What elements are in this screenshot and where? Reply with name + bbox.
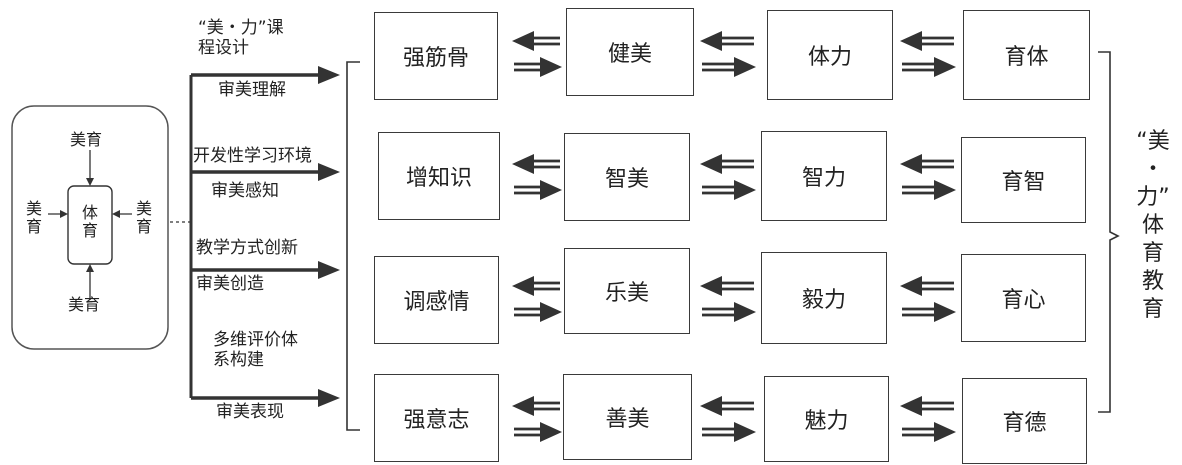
left-panel-right-label: 美 育	[136, 199, 153, 236]
double-arrow-left-r3-g3	[900, 276, 954, 296]
double-arrow-right-r2-g3	[902, 180, 956, 200]
left-panel-frame	[11, 105, 169, 350]
left-panel-top-label: 美育	[70, 130, 103, 149]
box-r4-c1: 强意志	[374, 374, 499, 462]
double-arrow-left-r2-g1	[512, 154, 560, 174]
double-arrow-left-r4-g2	[700, 396, 754, 416]
double-arrow-right-r3-g3	[902, 302, 956, 322]
double-arrow-right-r3-g2	[702, 302, 756, 322]
left-bracket	[346, 61, 360, 431]
double-arrow-left-r1-g3	[900, 31, 954, 51]
double-arrow-right-r4-g3	[902, 422, 956, 442]
double-arrow-left-r2-g3	[900, 154, 954, 174]
box-r4-c4: 育德	[962, 378, 1087, 464]
box-r3-c2: 乐美	[564, 248, 690, 334]
box-r3-c1: 调感情	[374, 256, 499, 344]
box-r2-c4: 育智	[961, 137, 1086, 223]
strategy-2-sub: 审美感知	[211, 181, 279, 201]
box-r1-c2: 健美	[566, 8, 694, 96]
branch-arrows	[191, 66, 340, 407]
strategy-3-sub: 审美创造	[196, 274, 264, 294]
double-arrow-right-r1-g1	[514, 57, 562, 77]
double-arrow-right-r4-g2	[702, 422, 756, 442]
double-arrow-left-r4-g3	[900, 396, 954, 416]
double-arrow-left-r1-g1	[512, 31, 560, 51]
double-arrow-left-r3-g1	[512, 276, 560, 296]
box-r3-c3: 毅力	[761, 252, 887, 344]
double-arrow-group	[512, 31, 956, 442]
double-arrow-right-r1-g2	[702, 57, 756, 77]
box-r3-c4: 育心	[961, 254, 1086, 342]
double-arrow-left-r4-g1	[512, 396, 560, 416]
box-r4-c3: 魅力	[764, 376, 889, 462]
double-arrow-right-r1-g3	[902, 57, 956, 77]
left-panel-left-label: 美 育	[26, 199, 43, 236]
strategy-1-name: “美・力”课 程设计	[198, 18, 284, 58]
box-r2-c1: 增知识	[378, 132, 500, 220]
box-r1-c1: 强筋骨	[374, 12, 498, 100]
double-arrow-left-r2-g2	[700, 154, 754, 174]
right-bracket	[1098, 51, 1120, 413]
strategy-3-name: 教学方式创新	[196, 238, 298, 258]
strategy-1-sub: 审美理解	[218, 80, 286, 100]
double-arrow-right-r2-g2	[702, 180, 756, 200]
center-label: 体 育	[82, 203, 99, 240]
box-r1-c4: 育体	[963, 10, 1090, 100]
strategy-4-name: 多维评价体 系构建	[213, 330, 298, 370]
strategy-2-name: 开发性学习环境	[193, 146, 312, 166]
double-arrow-right-r2-g1	[514, 180, 562, 200]
box-r2-c3: 智力	[761, 131, 887, 221]
box-r2-c2: 智美	[564, 133, 690, 221]
double-arrow-left-r1-g2	[700, 31, 754, 51]
box-r4-c2: 善美	[563, 374, 692, 460]
strategy-4-sub: 审美表现	[216, 402, 284, 422]
double-arrow-right-r4-g1	[514, 422, 562, 442]
double-arrow-left-r3-g2	[700, 276, 754, 296]
left-panel-bottom-label: 美育	[68, 295, 101, 314]
right-vertical-label: “美 ・ 力” 体 育 教 育	[1136, 129, 1170, 322]
double-arrow-right-r3-g1	[514, 302, 562, 322]
box-r1-c3: 体力	[767, 10, 893, 100]
